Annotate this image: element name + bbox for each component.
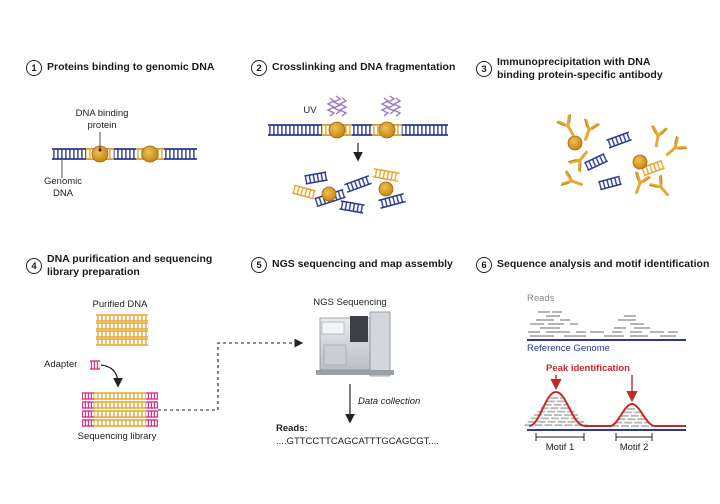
step-2-heading: 2 Crosslinking and DNA fragmentation [251, 60, 456, 76]
crosslinked-dna-strand [268, 124, 448, 136]
label-line: protein [87, 119, 117, 131]
library-fragment [82, 392, 158, 400]
adapter-icon [90, 360, 100, 370]
step-title: NGS sequencing and map assembly [272, 258, 453, 270]
protein-blob [632, 154, 648, 170]
step-number: 6 [476, 257, 492, 273]
purified-dna-label: Purified DNA [92, 299, 148, 310]
motif-2-label: Motif 2 [619, 442, 649, 453]
purified-dna-fragment [96, 322, 148, 330]
step-3-heading: 3 Immunoprecipitation with DNA binding p… [476, 56, 663, 82]
label-line: DNA [52, 187, 74, 199]
step-number: 2 [251, 60, 267, 76]
dna-fragment [606, 131, 632, 149]
antibody-icon [556, 114, 575, 137]
reads-sequence: ....GTTCCTTCAGCATTTGCAGCGT.... [276, 436, 439, 447]
dna-binding-protein [141, 145, 159, 163]
dna-fragment [378, 193, 406, 209]
step-5-heading: 5 NGS sequencing and map assembly [251, 257, 453, 273]
step-number: 1 [26, 60, 42, 76]
dna-fragment [344, 175, 372, 193]
antibody-icon [634, 171, 651, 194]
step-6-heading: 6 Sequence analysis and motif identifica… [476, 257, 710, 273]
uv-ray-icon [380, 95, 402, 117]
antibody-icon [560, 170, 583, 187]
dna-fragment [339, 200, 365, 214]
library-fragment [82, 419, 158, 427]
sequencing-library-label: Sequencing library [77, 431, 157, 442]
reference-genome-label: Reference Genome [527, 343, 610, 354]
genomic-dna-strand [52, 148, 197, 160]
antibody-icon [651, 125, 668, 148]
purified-dna-fragment [96, 330, 148, 338]
dna-fragment [292, 184, 316, 200]
antibody-icon [648, 174, 669, 197]
sequencing-library-stack [82, 392, 158, 427]
uv-label: UV [303, 105, 317, 116]
step-number: 4 [26, 258, 42, 274]
label-line: Genomic [43, 176, 82, 187]
step-1-heading: 1 Proteins binding to genomic DNA [26, 60, 215, 76]
ngs-sequencer-machine [316, 311, 394, 377]
peak-identification-label: Peak identification [546, 363, 630, 374]
library-fragment [82, 410, 158, 418]
step-4-heading: 4 DNA purification and sequencing librar… [26, 253, 212, 279]
immunoprecipitation-complexes [556, 114, 688, 197]
step-title: Immunoprecipitation with DNA binding pro… [497, 56, 663, 82]
dna-fragment [372, 168, 400, 182]
step-title: Proteins binding to genomic DNA [47, 61, 215, 73]
step-title: Sequence analysis and motif identificati… [497, 258, 710, 270]
peak-curve [528, 390, 686, 427]
antibody-icon [583, 118, 600, 141]
protein-pointer-dot [98, 148, 102, 152]
step-title: DNA purification and sequencing library … [47, 253, 212, 279]
dna-fragment [584, 153, 608, 171]
step-title-line: library preparation [47, 266, 140, 278]
antibody-icon [665, 135, 688, 156]
step-title-line: Immunoprecipitation with DNA [497, 56, 651, 68]
protein-label: DNA binding protein [62, 108, 142, 131]
motif-1-label: Motif 1 [545, 442, 575, 453]
dna-fragment [598, 175, 622, 191]
reads-title: Reads: [276, 423, 308, 434]
peak-reads [524, 397, 653, 427]
protein-blob [321, 186, 337, 202]
antibody-icon [567, 150, 588, 173]
purified-dna-fragment [96, 338, 148, 346]
reads-pileup-top [528, 311, 678, 337]
crosslinked-protein [328, 121, 346, 139]
protein-blob [378, 181, 394, 197]
crosslinked-protein [378, 121, 396, 139]
genomic-dna-label: Genomic DNA [32, 176, 94, 199]
library-fragment [82, 401, 158, 409]
adapter-label: Adapter [44, 359, 78, 370]
dna-fragments [292, 168, 406, 214]
label-line: DNA binding [75, 108, 129, 119]
step-title-line: binding protein-specific antibody [497, 69, 663, 81]
protein-blob [567, 135, 583, 151]
ngs-sequencing-label: NGS Sequencing [313, 297, 387, 308]
step-number: 3 [476, 61, 492, 77]
purified-dna-stack [96, 314, 148, 346]
step-title: Crosslinking and DNA fragmentation [272, 61, 456, 73]
motif-brackets [535, 433, 653, 441]
step-number: 5 [251, 257, 267, 273]
dna-fragment [304, 171, 328, 185]
purified-dna-fragment [96, 314, 148, 322]
uv-ray-icon [326, 95, 348, 117]
data-collection-label: Data collection [358, 396, 421, 407]
step-title-line: DNA purification and sequencing [47, 253, 213, 265]
ligation-arrow [100, 364, 123, 388]
library-to-sequencer-arrow [158, 338, 304, 411]
reads-label: Reads [527, 293, 555, 304]
